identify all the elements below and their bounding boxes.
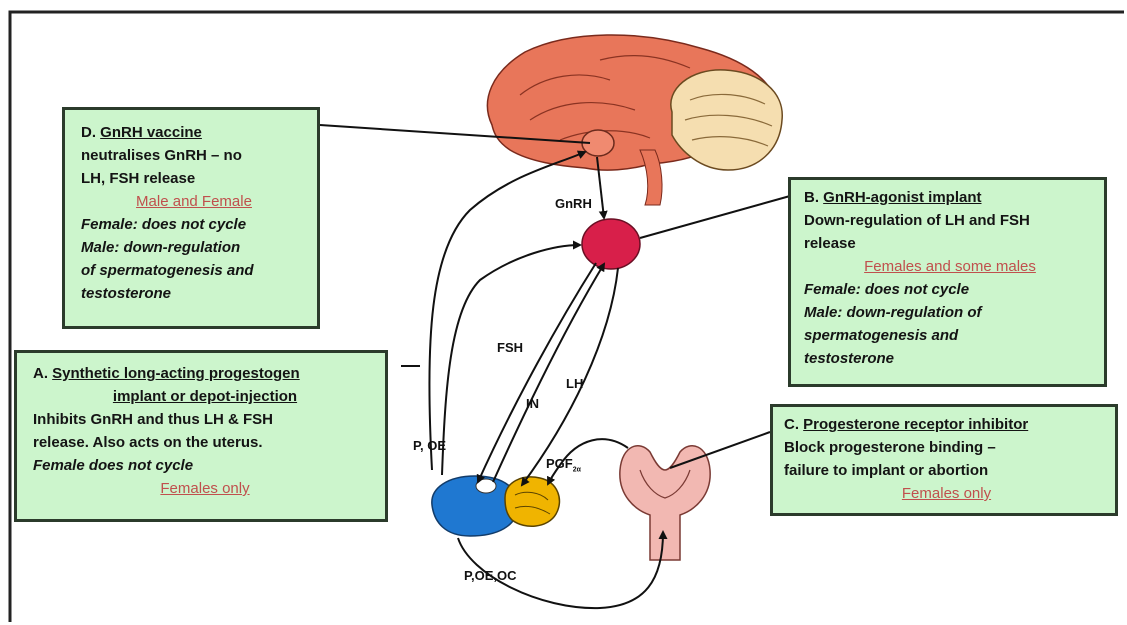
box-d-scope: Male and Female — [81, 190, 307, 213]
box-d-title-row: D. GnRH vaccine — [81, 121, 307, 144]
box-c-progesterone-receptor-inhibitor: C. Progesterone receptor inhibitor Block… — [770, 404, 1118, 516]
label-p-oe: P, OE — [413, 438, 446, 453]
label-p-oe-oc: P,OE,OC — [464, 568, 517, 583]
box-b-gnrh-agonist-implant: B. GnRH-agonist implant Down-regulation … — [788, 177, 1107, 387]
box-a-prefix: A. — [33, 365, 52, 382]
box-b-italic3: spermatogenesis and — [804, 324, 1096, 347]
box-d-line1: neutralises GnRH – no — [81, 144, 307, 167]
box-d-italic3: of spermatogenesis and — [81, 259, 307, 282]
box-d-italic1: Female: does not cycle — [81, 213, 307, 236]
label-gnrh: GnRH — [555, 196, 592, 211]
box-a-synthetic-progestogen: A. Synthetic long-acting progestogen imp… — [14, 350, 388, 522]
label-inhibin: IN — [526, 396, 539, 411]
box-b-italic4: testosterone — [804, 347, 1096, 370]
box-c-title-row: C. Progesterone receptor inhibitor — [784, 413, 1109, 436]
arrow-fsh — [478, 263, 596, 482]
box-b-italic2: Male: down-regulation of — [804, 301, 1096, 324]
box-d-gnrh-vaccine: D. GnRH vaccine neutralises GnRH – no LH… — [62, 107, 320, 329]
box-b-prefix: B. — [804, 189, 823, 206]
box-d-prefix: D. — [81, 124, 100, 141]
label-pgf-text: PGF — [546, 456, 573, 471]
label-fsh: FSH — [497, 340, 523, 355]
box-c-line2: failure to implant or abortion — [784, 459, 1109, 482]
box-b-italic1: Female: does not cycle — [804, 278, 1096, 301]
box-a-title2: implant or depot-injection — [113, 388, 297, 405]
box-c-title: Progesterone receptor inhibitor — [803, 416, 1028, 433]
box-b-title-row: B. GnRH-agonist implant — [804, 186, 1096, 209]
box-a-scope: Females only — [33, 477, 377, 500]
box-c-scope: Females only — [784, 482, 1109, 505]
box-b-line2: release — [804, 232, 1096, 255]
box-a-title-row: A. Synthetic long-acting progestogen — [33, 362, 377, 385]
label-pgf: PGF2α — [546, 456, 581, 474]
box-c-prefix: C. — [784, 416, 803, 433]
box-a-title1: Synthetic long-acting progestogen — [52, 365, 300, 382]
box-a-line1: Inhibits GnRH and thus LH & FSH — [33, 408, 377, 431]
box-c-line1: Block progesterone binding – — [784, 436, 1109, 459]
cerebellum — [671, 70, 782, 170]
uterus — [620, 446, 710, 560]
box-a-line2: release. Also acts on the uterus. — [33, 431, 377, 454]
corpus-luteum — [505, 477, 559, 526]
box-d-italic4: testosterone — [81, 282, 307, 305]
label-pgf-subscript: 2α — [573, 467, 581, 474]
box-b-scope: Females and some males — [804, 255, 1096, 278]
box-d-line2: LH, FSH release — [81, 167, 307, 190]
pituitary-gland — [582, 219, 640, 269]
box-d-italic2: Male: down-regulation — [81, 236, 307, 259]
box-d-title: GnRH vaccine — [100, 124, 202, 141]
label-lh: LH — [566, 376, 583, 391]
box-a-italic1: Female does not cycle — [33, 454, 377, 477]
box-b-line1: Down-regulation of LH and FSH — [804, 209, 1096, 232]
connector-b — [640, 196, 790, 238]
box-b-title: GnRH-agonist implant — [823, 189, 981, 206]
